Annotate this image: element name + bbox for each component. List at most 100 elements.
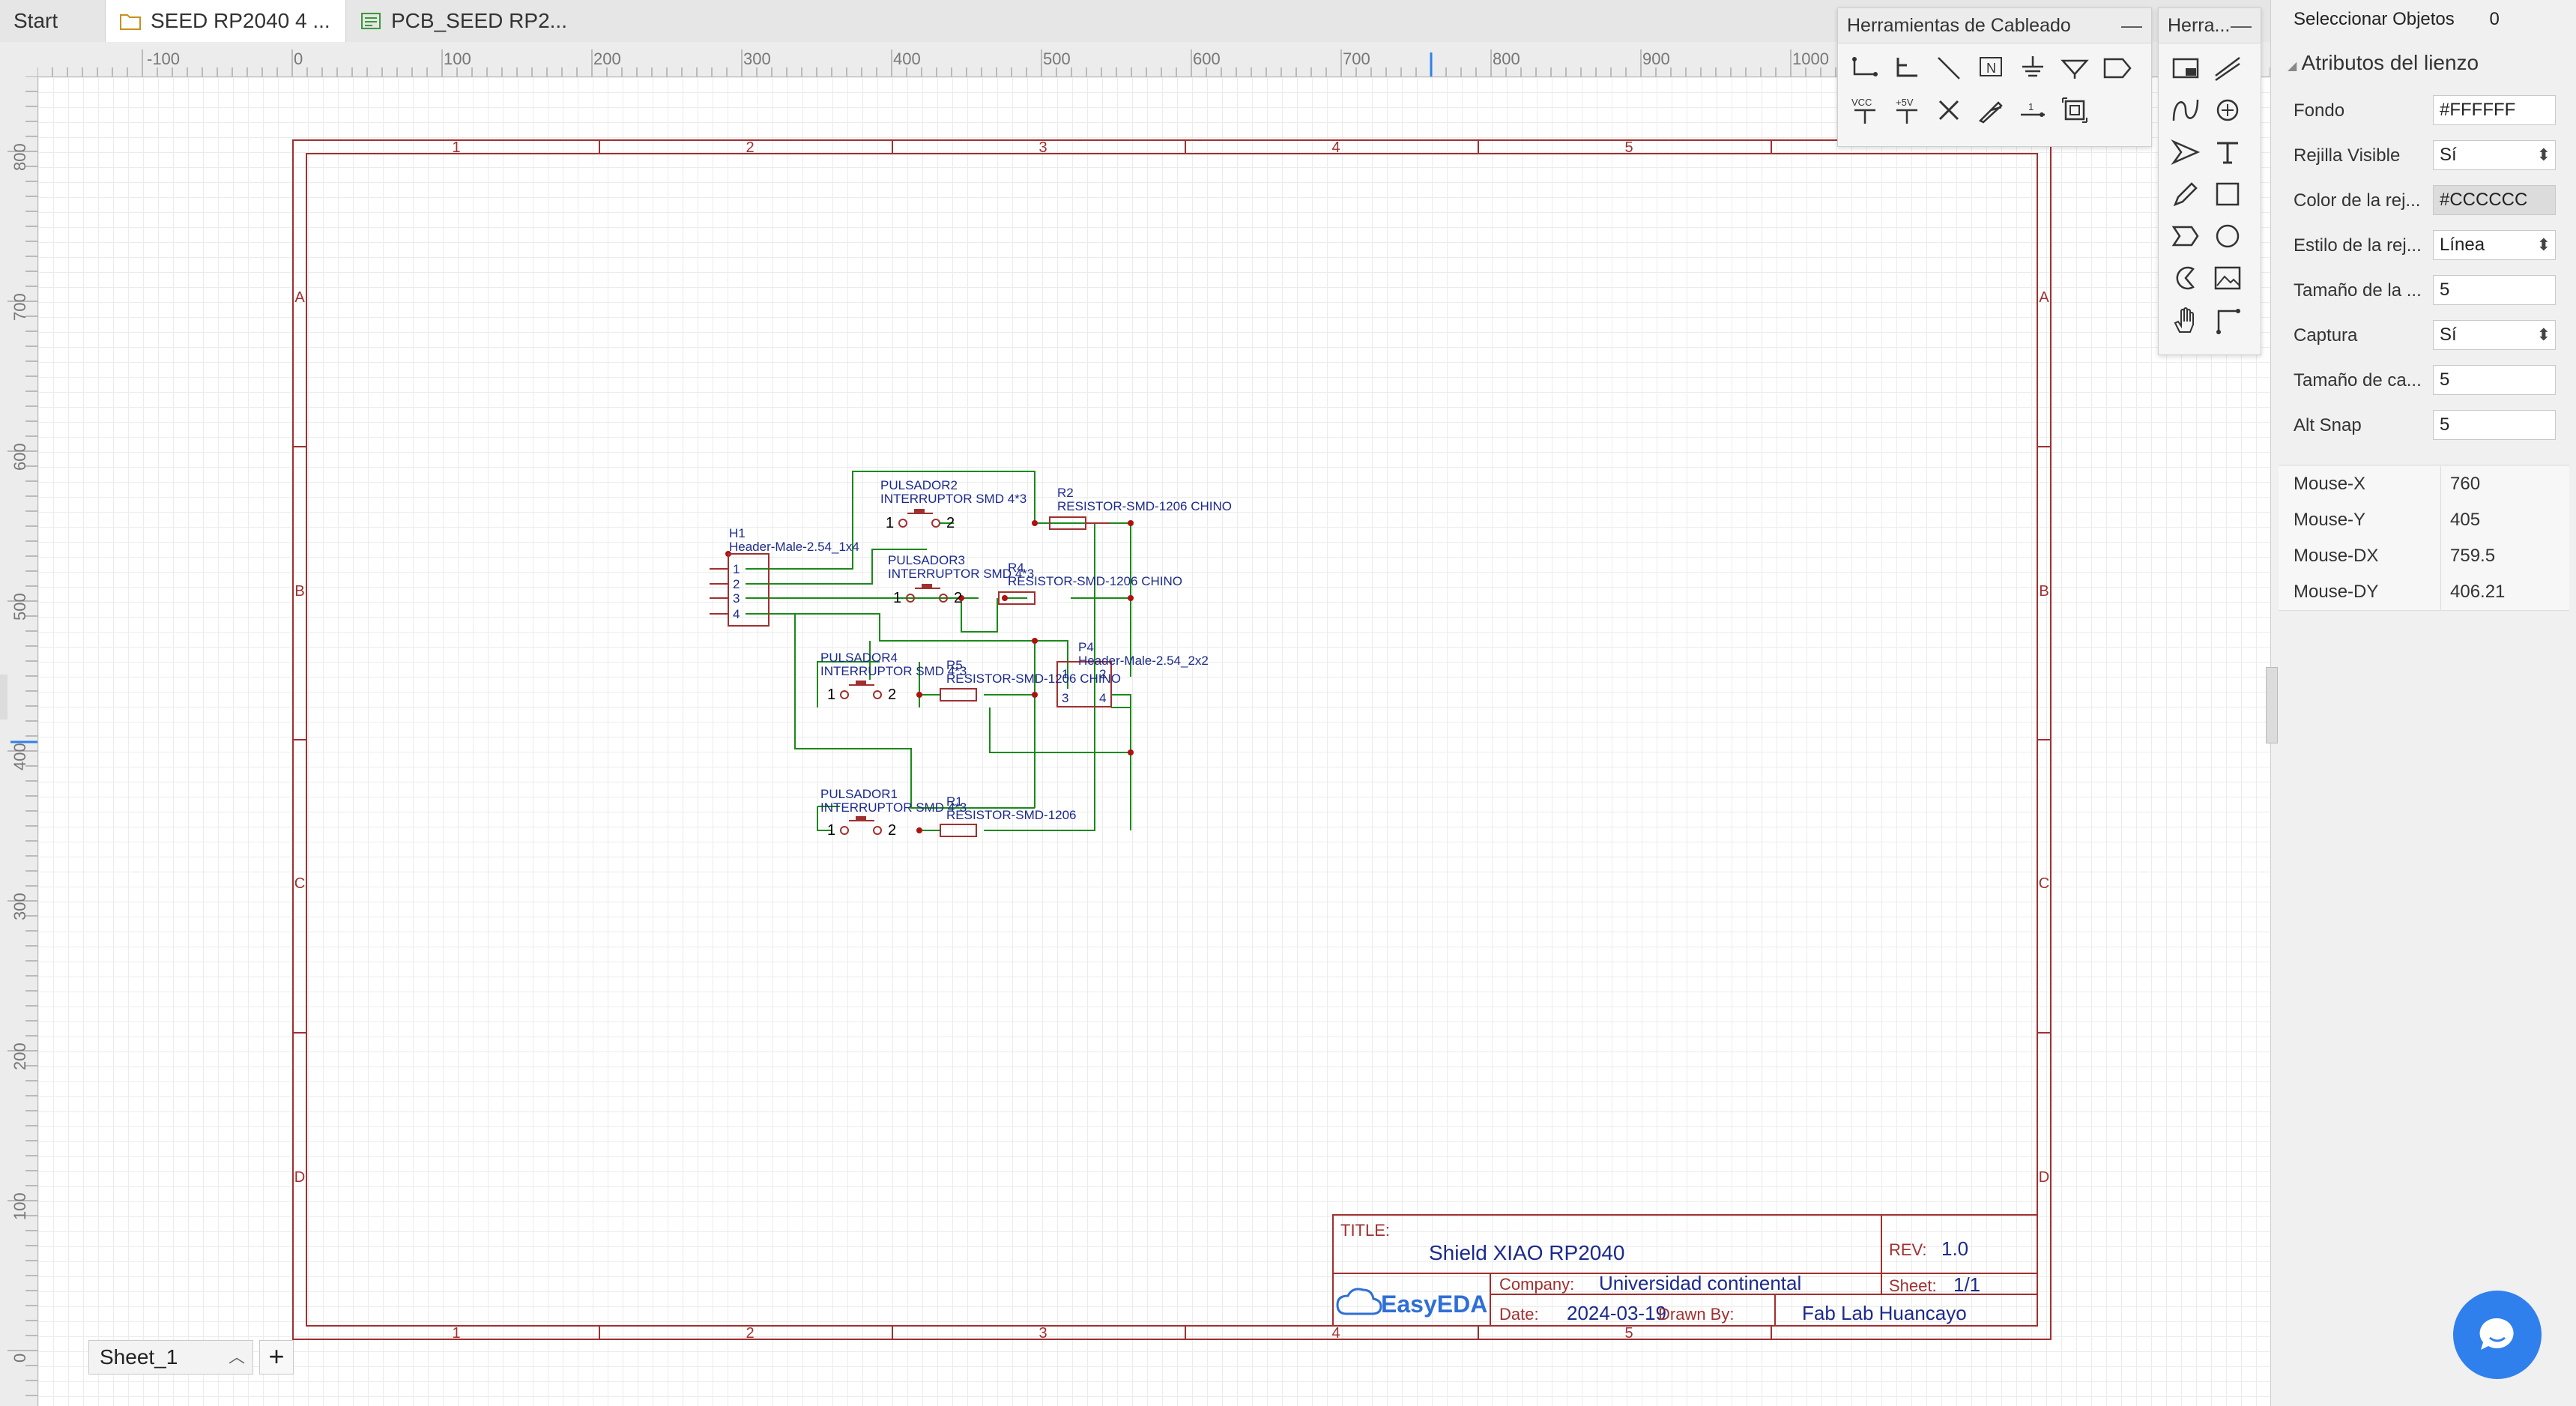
bus-icon[interactable] bbox=[1889, 50, 1925, 86]
sheet-label: Sheet: bbox=[1889, 1276, 1937, 1295]
add-sheet-button[interactable]: + bbox=[259, 1340, 294, 1375]
pin-number: 2 bbox=[1099, 667, 1106, 681]
mouse-dy-row: Mouse-DY 406.21 bbox=[2279, 574, 2569, 611]
mouse-label: Mouse-Y bbox=[2294, 510, 2366, 530]
section-canvas-attributes[interactable]: ◢ Atributos del lienzo bbox=[2288, 51, 2479, 75]
ruler-label: 200 bbox=[593, 49, 621, 68]
schematic-canvas[interactable]: 1 2 3 4 5 1 2 3 4 5 A B C D A B C D bbox=[38, 77, 2270, 1406]
folder-icon bbox=[120, 14, 141, 30]
frame-column-label: 3 bbox=[1038, 139, 1047, 156]
hand-icon[interactable] bbox=[2168, 302, 2204, 338]
component-p4[interactable]: P4 Header-Male-2.54_2x2 1 2 3 4 bbox=[1056, 640, 1209, 707]
bus-entry-icon[interactable] bbox=[1931, 50, 1967, 86]
ruler-corner bbox=[0, 42, 37, 76]
snap-size-input[interactable]: 5 bbox=[2433, 365, 2556, 395]
minimize-button[interactable]: — bbox=[2121, 13, 2142, 37]
vcc-icon[interactable]: VCC bbox=[1847, 92, 1883, 128]
arc-icon[interactable] bbox=[2210, 92, 2246, 128]
component-r1[interactable]: R1 RESISTOR-SMD-1206 bbox=[940, 794, 1077, 837]
ruler-label: 0 bbox=[294, 49, 303, 68]
component-ref: R2 bbox=[1057, 486, 1074, 500]
ruler-label: 700 bbox=[1343, 49, 1370, 68]
collapse-left-handle[interactable] bbox=[0, 675, 7, 719]
pencil-icon[interactable] bbox=[2168, 176, 2204, 212]
company-label: Company: bbox=[1499, 1275, 1574, 1294]
select-objects-count: 0 bbox=[2489, 9, 2500, 29]
grid-style-select[interactable]: Línea bbox=[2433, 230, 2556, 260]
prop-label: Rejilla Visible bbox=[2294, 145, 2401, 166]
component-r2[interactable]: R2 RESISTOR-SMD-1206 CHINO bbox=[1049, 486, 1232, 530]
mouse-dx-value: 759.5 bbox=[2440, 538, 2495, 574]
plus5v-icon[interactable]: +5V bbox=[1889, 92, 1925, 128]
sheet-frame bbox=[292, 139, 2052, 1340]
circle-icon[interactable] bbox=[2210, 218, 2246, 254]
schematic-sheet[interactable]: 1 2 3 4 5 1 2 3 4 5 A B C D A B C D bbox=[38, 77, 2270, 1406]
prop-row-fondo: Fondo #FFFFFF bbox=[2271, 88, 2576, 133]
grid-size-input[interactable]: 5 bbox=[2433, 275, 2556, 305]
frame-column-label: 4 bbox=[1331, 1325, 1340, 1342]
image-icon[interactable] bbox=[2210, 260, 2246, 296]
net-port-icon[interactable] bbox=[2057, 50, 2093, 86]
wiring-tools-panel[interactable]: Herramientas de Cableado — N VCC +5V 1 bbox=[1837, 7, 2152, 147]
alt-snap-input[interactable]: 5 bbox=[2433, 410, 2556, 440]
minimize-button[interactable]: — bbox=[2231, 13, 2252, 37]
image-frame-icon[interactable] bbox=[2168, 50, 2204, 86]
rectangle-icon[interactable] bbox=[2210, 176, 2246, 212]
collapse-right-handle[interactable] bbox=[2266, 667, 2278, 743]
bezier-icon[interactable] bbox=[2168, 92, 2204, 128]
pie-icon[interactable] bbox=[2168, 260, 2204, 296]
drawn-label: Drawn By: bbox=[1658, 1305, 1734, 1324]
arrow-icon[interactable] bbox=[2168, 134, 2204, 170]
tab-pcb[interactable]: PCB_SEED RP2... bbox=[346, 0, 586, 42]
net-label-icon[interactable]: N bbox=[1973, 50, 2009, 86]
component-ref: PULSADOR2 bbox=[880, 478, 958, 492]
frame-row-label: B bbox=[2039, 583, 2049, 600]
wire-icon[interactable] bbox=[1847, 50, 1883, 86]
no-connect-icon[interactable] bbox=[1931, 92, 1967, 128]
ruler-label: -100 bbox=[147, 49, 180, 68]
background-color-input[interactable]: #FFFFFF bbox=[2433, 95, 2556, 125]
component-pulsador2[interactable]: PULSADOR2 INTERRUPTOR SMD 4*3 1 2 bbox=[880, 478, 1027, 531]
component-r5[interactable]: R5 RESISTOR-SMD-1206 CHINO bbox=[940, 658, 1121, 702]
text-icon[interactable] bbox=[2210, 134, 2246, 170]
component-pulsador4[interactable]: PULSADOR4 INTERRUPTOR SMD 4*3 1 2 bbox=[820, 651, 967, 703]
grid-visible-select[interactable]: Sí bbox=[2433, 140, 2556, 170]
chat-bubble-icon bbox=[2479, 1318, 2514, 1350]
ground-icon[interactable] bbox=[2015, 50, 2051, 86]
tab-schematic[interactable]: SEED RP2040 4 ... bbox=[105, 0, 346, 42]
ruler-label: 900 bbox=[1642, 49, 1670, 68]
ruler-label: 700 bbox=[10, 293, 29, 321]
ruler-label: 400 bbox=[893, 49, 921, 68]
net-flag-icon[interactable] bbox=[2099, 50, 2135, 86]
polygon-icon[interactable] bbox=[2168, 218, 2204, 254]
group-icon[interactable] bbox=[2057, 92, 2093, 128]
wires[interactable] bbox=[746, 471, 1131, 831]
ruler-label: 100 bbox=[444, 49, 471, 68]
sheet-title: Shield XIAO RP2040 bbox=[1429, 1241, 1625, 1264]
component-h1[interactable]: H1 Header-Male-2.54_1x4 1 2 3 4 bbox=[710, 526, 859, 627]
frame-column-label: 5 bbox=[1624, 139, 1633, 156]
drawing-tools-panel[interactable]: Herra... — bbox=[2158, 7, 2261, 355]
pin-number: 1 bbox=[827, 687, 835, 703]
frame-row-label: A bbox=[294, 289, 305, 306]
component-ref: PULSADOR3 bbox=[888, 553, 965, 567]
pin-icon[interactable]: 1 bbox=[2015, 92, 2051, 128]
probe-icon[interactable] bbox=[1973, 92, 2009, 128]
snap-select[interactable]: Sí bbox=[2433, 320, 2556, 350]
frame-column-label: 1 bbox=[452, 1325, 460, 1342]
component-pulsador1[interactable]: PULSADOR1 INTERRUPTOR SMD 4*3 1 2 bbox=[820, 787, 967, 839]
select-objects-label: Seleccionar Objetos bbox=[2294, 9, 2455, 29]
chat-button[interactable] bbox=[2453, 1291, 2542, 1379]
line-draw-icon[interactable] bbox=[2210, 50, 2246, 86]
component-pulsador3[interactable]: PULSADOR3 INTERRUPTOR SMD 4*3 1 2 bbox=[888, 553, 1034, 606]
pin-number: 1 bbox=[827, 822, 835, 839]
grid-color-input[interactable]: #CCCCCC bbox=[2433, 185, 2556, 215]
component-value: RESISTOR-SMD-1206 bbox=[946, 808, 1077, 822]
polyline-icon[interactable] bbox=[2210, 302, 2246, 338]
drawn-value: Fab Lab Huancayo bbox=[1802, 1302, 1967, 1324]
logo-text: EasyEDA bbox=[1381, 1291, 1487, 1318]
tab-start[interactable]: Start bbox=[0, 0, 105, 42]
chevron-up-icon[interactable]: ︿ bbox=[228, 1348, 245, 1366]
component-r4[interactable]: R4 RESISTOR-SMD-1206 CHINO bbox=[998, 561, 1182, 605]
sheet-tab[interactable]: Sheet_1 ︿ bbox=[88, 1340, 253, 1375]
